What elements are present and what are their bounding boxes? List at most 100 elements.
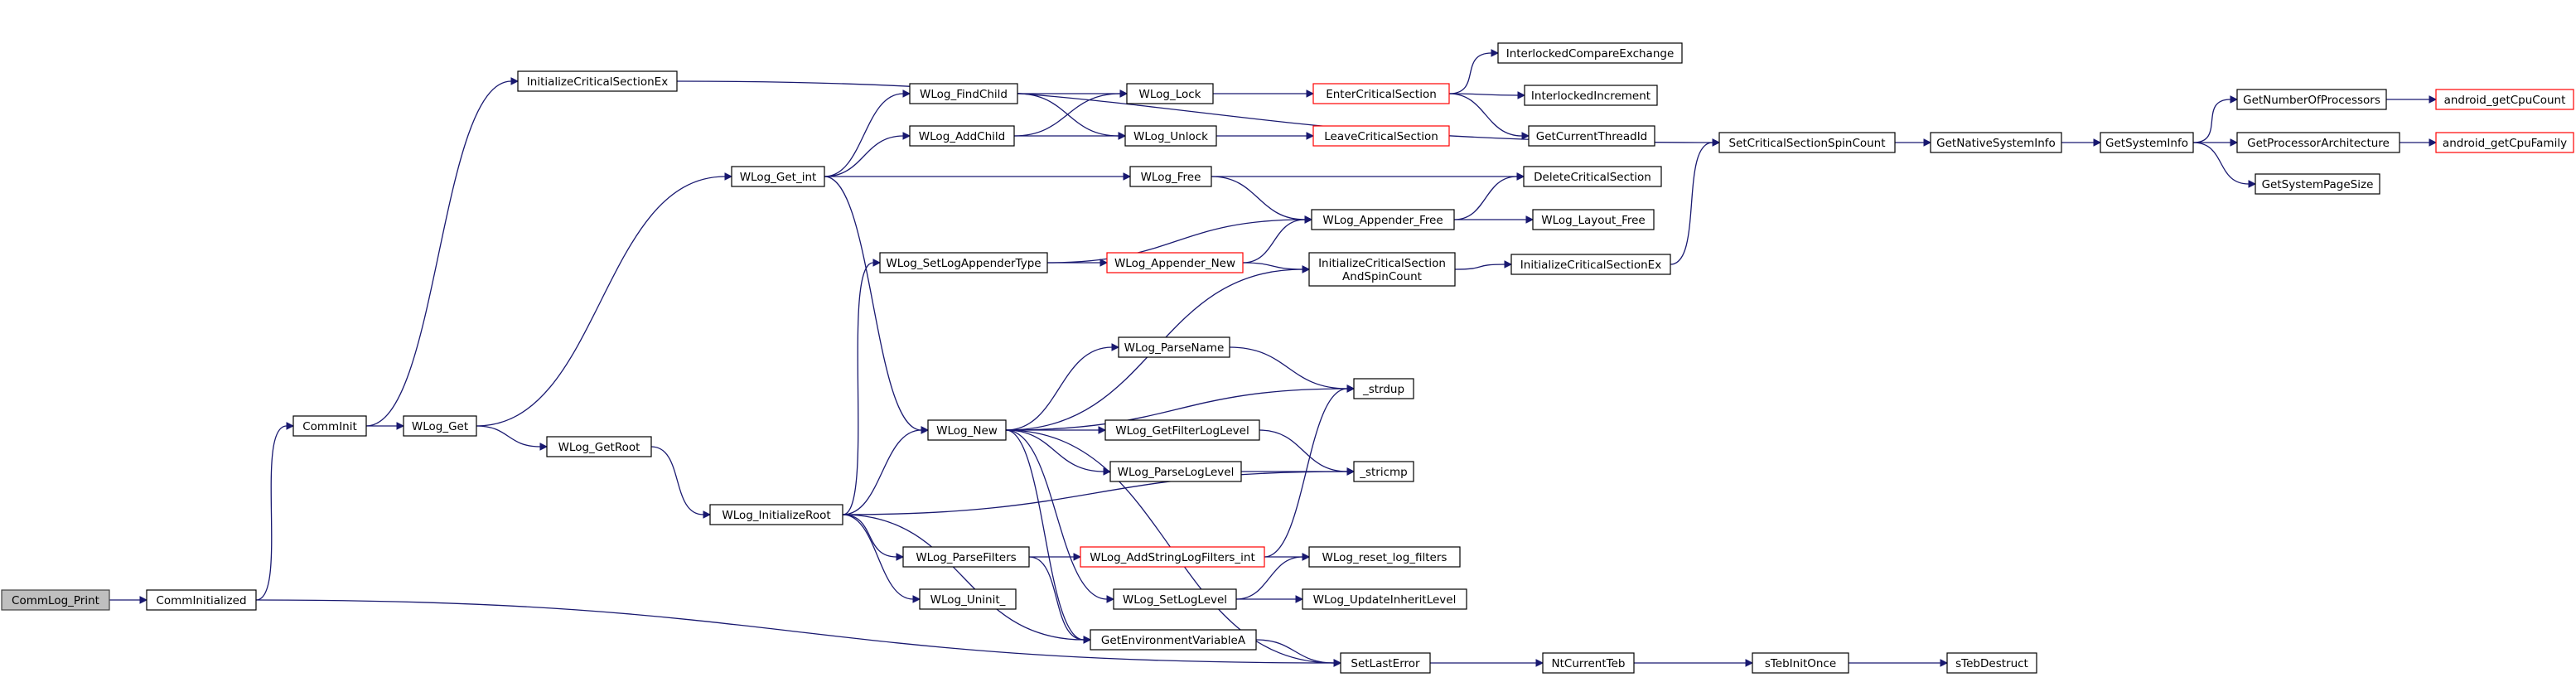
node-wlog-lock[interactable]: WLog_Lock bbox=[1126, 83, 1214, 104]
node-wlog-updateinheritlevel[interactable]: WLog_UpdateInheritLevel bbox=[1302, 588, 1467, 610]
node-interlockedcompareexchange[interactable]: InterlockedCompareExchange bbox=[1497, 42, 1683, 64]
node-wlog-addchild[interactable]: WLog_AddChild bbox=[909, 125, 1015, 147]
node-stebinitonce[interactable]: sTebInitOnce bbox=[1752, 652, 1849, 674]
node-initcsex-mid[interactable]: InitializeCriticalSectionEx bbox=[1510, 254, 1671, 275]
node-getcurrentthreadid[interactable]: GetCurrentThreadId bbox=[1528, 125, 1655, 147]
node-box bbox=[1090, 629, 1257, 651]
node-wlog-unlock[interactable]: WLog_Unlock bbox=[1124, 125, 1217, 147]
node-stebdestruct[interactable]: sTebDestruct bbox=[1946, 652, 2037, 674]
node-label: GetEnvironmentVariableA bbox=[1101, 634, 1246, 647]
edge-comminitialized-to-comminit bbox=[255, 425, 288, 601]
node-getprocessorarchitecture[interactable]: GetProcessorArchitecture bbox=[2236, 132, 2400, 153]
node-getsysteminfo[interactable]: GetSystemInfo bbox=[2100, 132, 2194, 153]
arrowhead-comminit-to-wlog_get bbox=[396, 422, 405, 430]
node-wlog-findchild[interactable]: WLog_FindChild bbox=[909, 83, 1018, 104]
node-box bbox=[2236, 89, 2387, 110]
node-wlog-layout-free[interactable]: WLog_Layout_Free bbox=[1532, 209, 1655, 230]
node-getsystempagesize[interactable]: GetSystemPageSize bbox=[2255, 173, 2380, 195]
node-label: WLog_Get bbox=[412, 420, 468, 433]
edge-wlog_get-to-wlog_getroot bbox=[476, 425, 541, 448]
node-box bbox=[2100, 132, 2194, 153]
node-wlog-getfilterloglevel[interactable]: WLog_GetFilterLogLevel bbox=[1104, 419, 1260, 441]
node-wlog-getroot[interactable]: WLog_GetRoot bbox=[546, 436, 652, 457]
node-wlog-parseloglevel[interactable]: WLog_ParseLogLevel bbox=[1109, 461, 1242, 482]
edge-initcsex_mid-to-setcriticalsectionspincount bbox=[1670, 142, 1713, 265]
node-wlog-addstringlogfilters-int[interactable]: WLog_AddStringLogFilters_int bbox=[1080, 546, 1265, 568]
node-label: WLog_New bbox=[936, 424, 998, 438]
edge-wlog_parsename-to-strdup bbox=[1229, 346, 1348, 389]
node-wlog-free[interactable]: WLog_Free bbox=[1129, 166, 1212, 187]
node-interlockedincrement[interactable]: InterlockedIncrement bbox=[1524, 85, 1658, 106]
node-setlasterror[interactable]: SetLastError bbox=[1340, 652, 1431, 674]
node-android-getcpufamily[interactable]: android_getCpuFamily bbox=[2435, 132, 2574, 153]
arrowhead-wlog_new-to-wlog_parsename bbox=[1111, 343, 1120, 351]
node-label: GetNativeSystemInfo bbox=[1936, 137, 2056, 150]
arrowhead-wlog_initializeroot-to-wlog_setlogappendertype bbox=[872, 259, 882, 267]
node-leavecriticalsection[interactable]: LeaveCriticalSection bbox=[1312, 125, 1450, 147]
node-wlog-initializeroot[interactable]: WLog_InitializeRoot bbox=[709, 504, 843, 525]
node-box bbox=[1308, 252, 1456, 287]
node-wlog-reset-log-filters[interactable]: WLog_reset_log_filters bbox=[1308, 546, 1461, 568]
arrowhead-wlog_initializeroot-to-wlog_parsefilters bbox=[896, 553, 905, 561]
node-wlog-get[interactable]: WLog_Get bbox=[403, 415, 477, 437]
edge-wlog_appender_new-to-wlog_appender_free bbox=[1242, 219, 1306, 264]
edge-getsysteminfo-to-getnumberofprocessors bbox=[2192, 99, 2231, 143]
node-label: WLog_reset_log_filters bbox=[1322, 551, 1447, 564]
node-box bbox=[1752, 652, 1849, 674]
node-label: LeaveCriticalSection bbox=[1324, 130, 1438, 143]
node-label: SetLastError bbox=[1351, 657, 1420, 670]
node-wlog-parsename[interactable]: WLog_ParseName bbox=[1118, 336, 1230, 358]
edges-layer bbox=[109, 49, 2438, 667]
node-ntcurrentteb[interactable]: NtCurrentTeb bbox=[1542, 652, 1635, 674]
node-wlog-appender-free[interactable]: WLog_Appender_Free bbox=[1311, 209, 1455, 230]
arrowhead-wlog_parsefilters-to-wlog_addstringlogfilters_int bbox=[1073, 553, 1082, 561]
arrowhead-wlog_lock-to-entercriticalsection bbox=[1306, 90, 1315, 98]
node-wlog-uninit[interactable]: WLog_Uninit_ bbox=[919, 588, 1017, 610]
arrowhead-wlog_setlogappendertype-to-wlog_appender_new bbox=[1100, 259, 1109, 267]
edge-wlog_initializeroot-to-wlog_uninit bbox=[842, 514, 914, 600]
edge-wlog_parsefilters-to-getenvironmentvariablea bbox=[1028, 556, 1085, 641]
node-getnumberofprocessors[interactable]: GetNumberOfProcessors bbox=[2236, 89, 2387, 110]
node-initcsex-top[interactable]: InitializeCriticalSectionEx bbox=[517, 70, 678, 92]
arrowhead-entercriticalsection-to-getcurrentthreadid bbox=[1521, 132, 1530, 140]
node-wlog-parsefilters[interactable]: WLog_ParseFilters bbox=[902, 546, 1030, 568]
node-comminit[interactable]: CommInit bbox=[292, 415, 367, 437]
node-strdup[interactable]: _strdup bbox=[1353, 378, 1414, 399]
node-label: sTebDestruct bbox=[1955, 657, 2028, 670]
edge-wlog_appender_new-to-initcsandspincount bbox=[1242, 262, 1303, 270]
node-entercriticalsection[interactable]: EnterCriticalSection bbox=[1312, 83, 1450, 104]
node-label: WLog_GetRoot bbox=[558, 441, 640, 454]
node-label: WLog_FindChild bbox=[920, 88, 1008, 101]
arrowhead-initcsex_mid-to-setcriticalsectionspincount bbox=[1712, 138, 1721, 147]
node-comminitialized[interactable]: CommInitialized bbox=[146, 589, 257, 611]
node-stricmp[interactable]: _stricmp bbox=[1353, 461, 1414, 482]
node-box bbox=[1080, 546, 1265, 568]
node-box bbox=[1118, 336, 1230, 358]
node-wlog-setlogappendertype[interactable]: WLog_SetLogAppenderType bbox=[879, 252, 1048, 273]
node-android-getcpucount[interactable]: android_getCpuCount bbox=[2435, 89, 2574, 110]
node-label: WLog_Lock bbox=[1139, 88, 1201, 101]
node-box bbox=[2236, 132, 2400, 153]
node-wlog-get-int[interactable]: WLog_Get_int bbox=[731, 166, 825, 187]
node-label: WLog_SetLogLevel bbox=[1123, 593, 1227, 607]
node-deletecriticalsection[interactable]: DeleteCriticalSection bbox=[1523, 166, 1662, 187]
node-box bbox=[1308, 546, 1461, 568]
node-label: GetProcessorArchitecture bbox=[2247, 137, 2390, 150]
node-label: WLog_UpdateInheritLevel bbox=[1313, 593, 1457, 607]
node-wlog-setloglevel[interactable]: WLog_SetLogLevel bbox=[1113, 588, 1237, 610]
edge-wlog_get_int-to-wlog_new bbox=[824, 176, 922, 431]
node-box bbox=[1, 589, 110, 611]
node-label: InitializeCriticalSectionEx bbox=[1520, 259, 1661, 272]
node-box bbox=[709, 504, 843, 525]
edge-entercriticalsection-to-interlockedcompareexchange bbox=[1448, 52, 1492, 94]
node-getenvironmentvariablea[interactable]: GetEnvironmentVariableA bbox=[1090, 629, 1257, 651]
node-label: WLog_Free bbox=[1141, 171, 1201, 184]
node-wlog-appender-new[interactable]: WLog_Appender_New bbox=[1106, 252, 1244, 273]
node-box bbox=[1523, 166, 1662, 187]
arrowhead-wlog_new-to-wlog_setloglevel bbox=[1106, 595, 1115, 603]
node-setcriticalsectionspincount[interactable]: SetCriticalSectionSpinCount bbox=[1718, 132, 1896, 153]
node-wlog-new[interactable]: WLog_New bbox=[927, 419, 1007, 441]
node-label: WLog_AddChild bbox=[919, 130, 1005, 143]
node-getnativesysteminfo[interactable]: GetNativeSystemInfo bbox=[1930, 132, 2062, 153]
